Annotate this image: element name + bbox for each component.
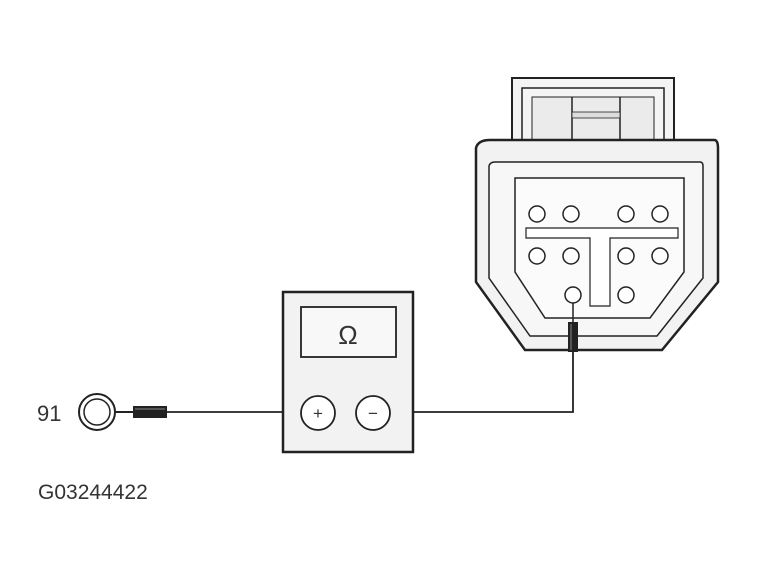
connector-probe — [568, 303, 578, 352]
test-pin — [564, 286, 582, 304]
positive-terminal-label: + — [313, 404, 323, 423]
ground-probe — [133, 406, 167, 418]
negative-terminal — [355, 395, 391, 431]
connector-pins — [528, 205, 669, 304]
multimeter-display — [300, 306, 397, 358]
multimeter: Ω + − — [281, 290, 415, 454]
negative-terminal-label: − — [368, 404, 378, 423]
figure-id: G03244422 — [38, 481, 148, 504]
ohm-symbol: Ω — [338, 320, 357, 350]
ground-label: 91 — [37, 401, 61, 426]
ground-terminal — [78, 393, 167, 431]
negative-lead — [392, 352, 574, 413]
connector-key-rib — [525, 227, 679, 307]
connector — [474, 77, 720, 352]
test-leads — [166, 352, 574, 413]
positive-terminal — [300, 395, 336, 431]
